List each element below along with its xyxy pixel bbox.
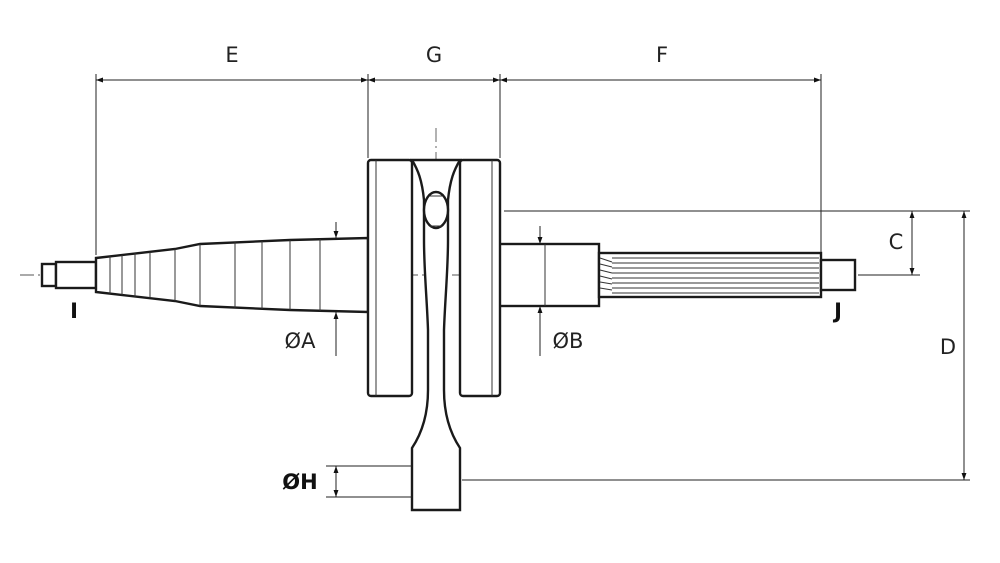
right-shaft: [497, 242, 857, 308]
label-g: G: [426, 43, 442, 67]
diameter-dimensions: [326, 222, 543, 498]
connecting-rod: [409, 158, 463, 512]
label-diameter-h: ØH: [282, 470, 317, 494]
dimension-lines-top: [95, 74, 822, 255]
dimension-lines-right: [462, 210, 970, 481]
label-c: C: [889, 230, 904, 254]
label-diameter-a: ØA: [285, 329, 317, 353]
crank-webs: [366, 158, 502, 398]
left-shaft: [40, 236, 370, 314]
label-j: J: [832, 299, 842, 323]
label-f: F: [656, 43, 668, 67]
label-i: I: [70, 299, 78, 323]
label-e: E: [225, 43, 238, 67]
label-d: D: [940, 335, 956, 359]
label-diameter-b: ØB: [553, 329, 584, 353]
